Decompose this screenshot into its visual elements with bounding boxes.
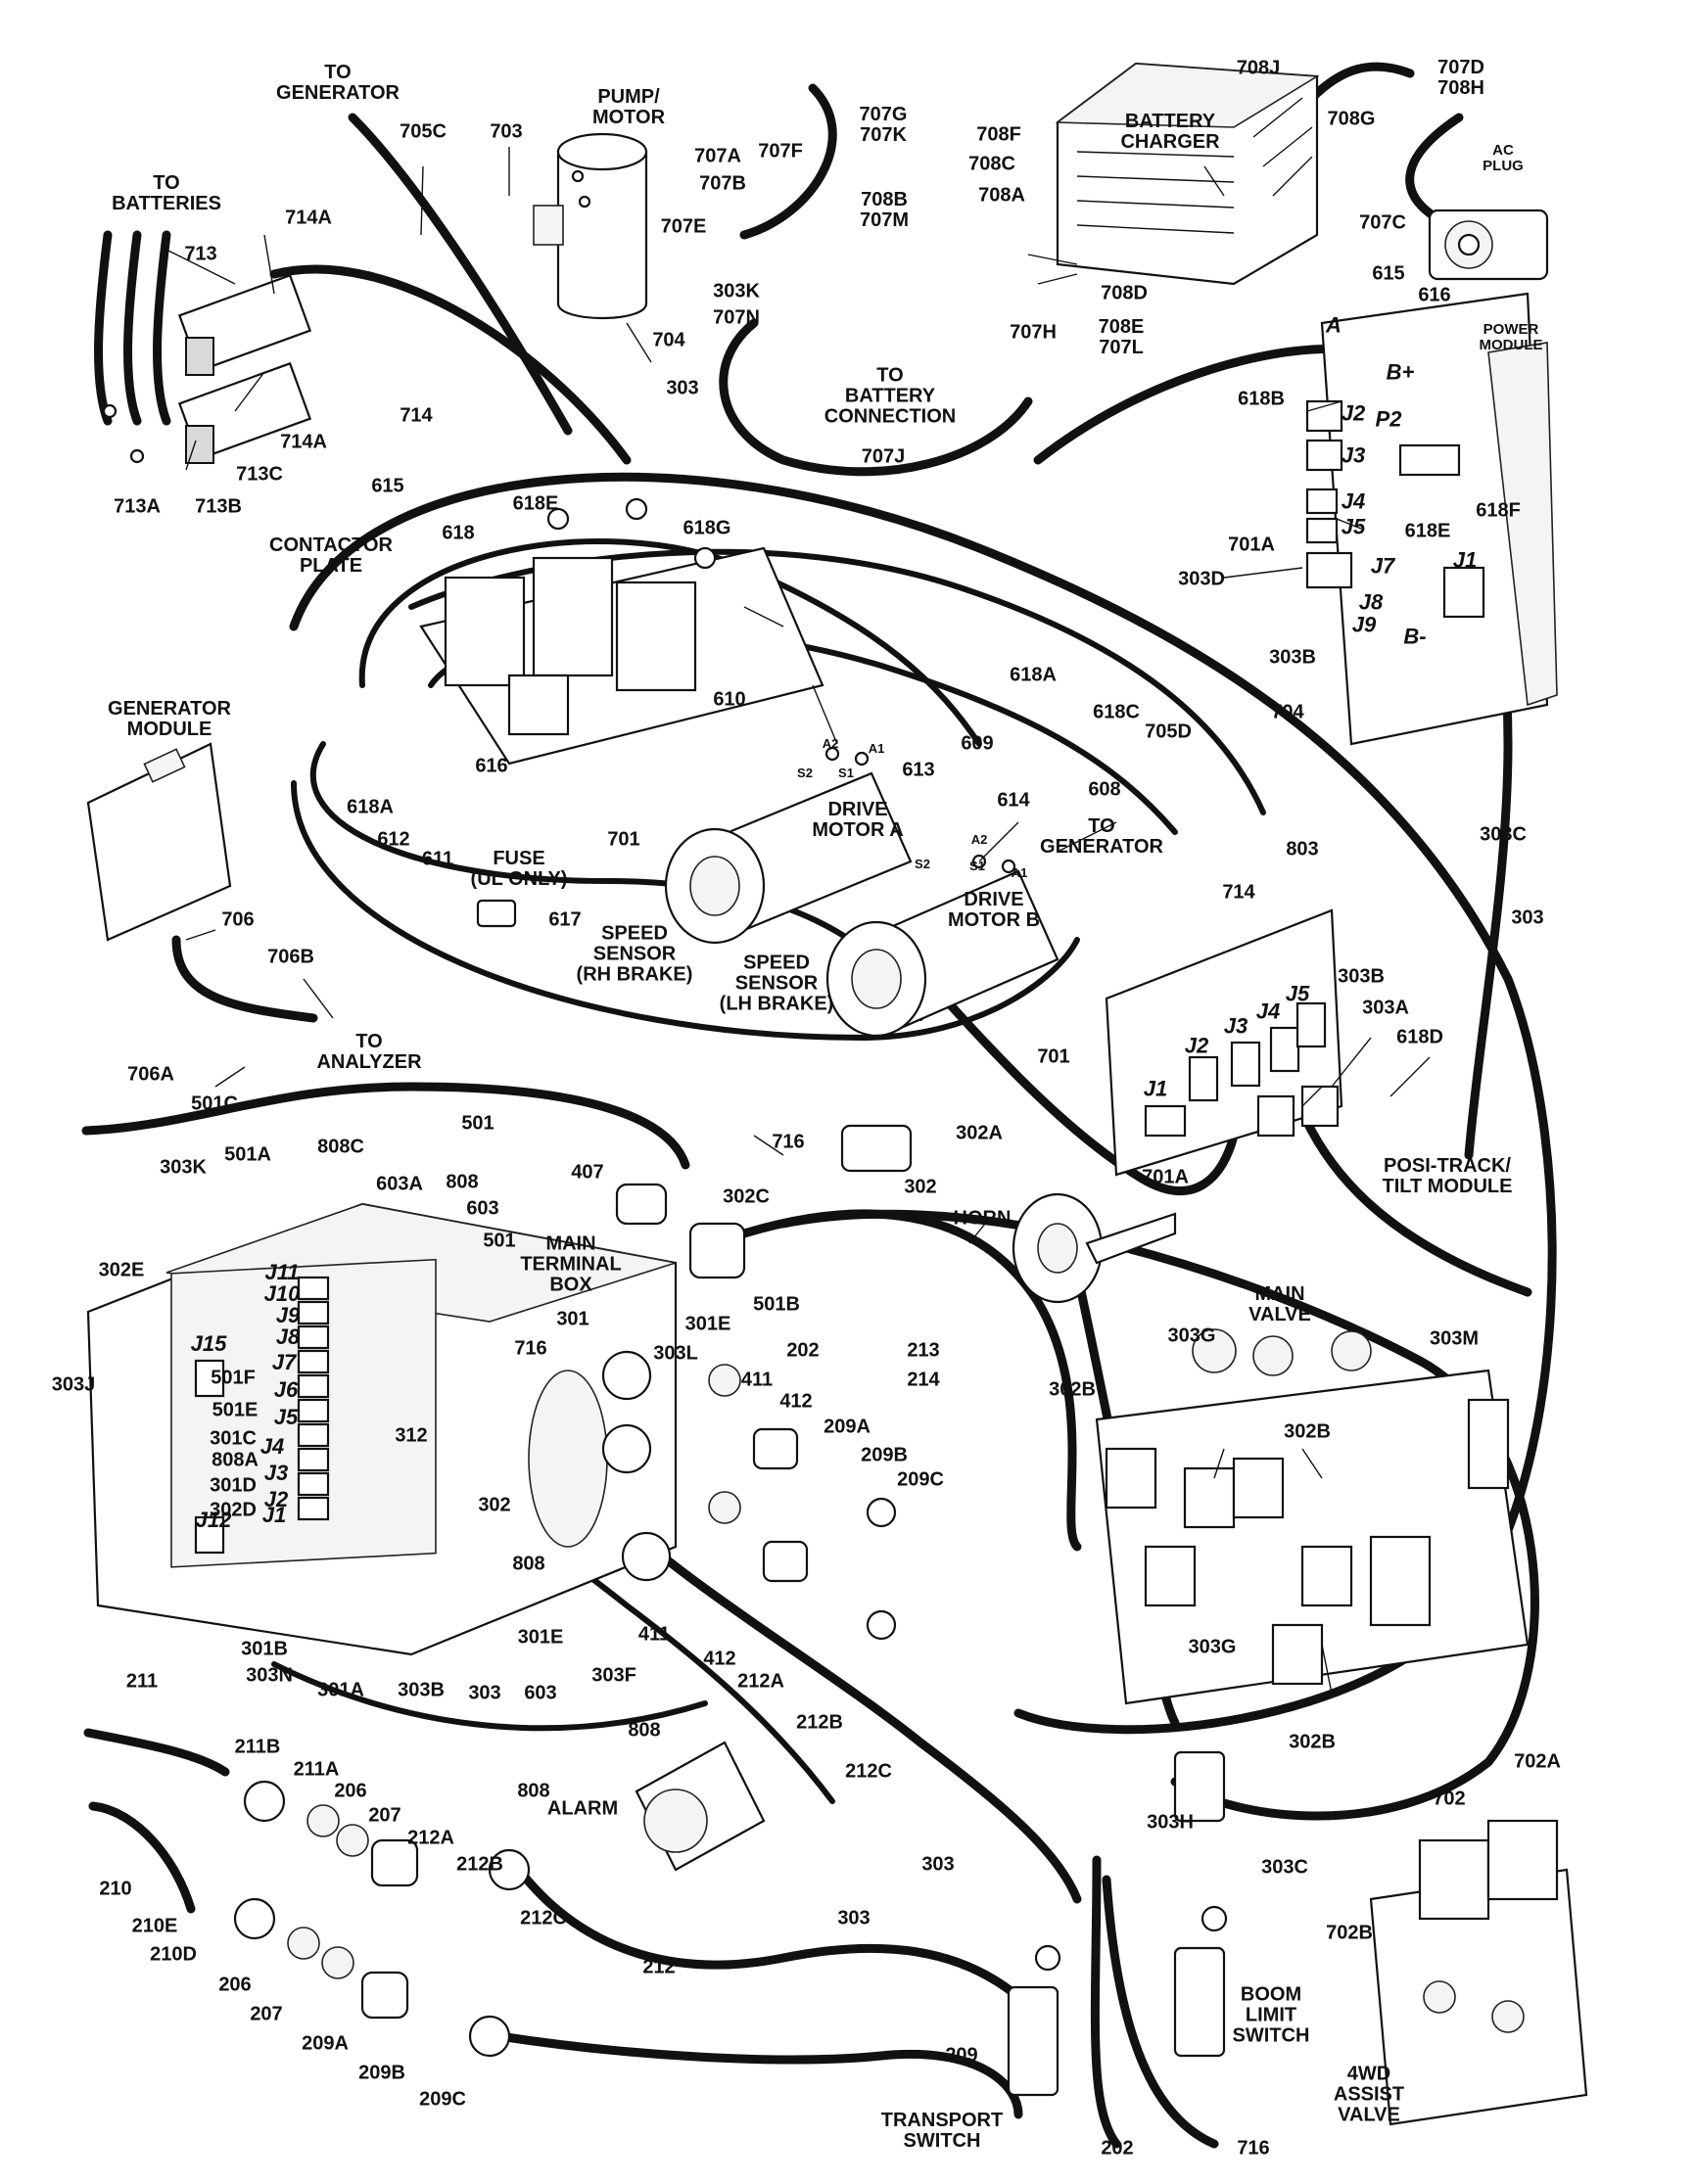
cable-705C [348,113,573,436]
battery-cable-terminals [102,273,312,464]
cable-303-outer-loop [289,472,1557,1735]
main-valve [1095,1328,1530,1705]
leader-lines [165,147,1431,1695]
ring-terminal-713A [102,403,118,419]
ac-plug [1428,209,1549,281]
cable-707-charger [739,83,837,240]
terminal-box-connectors [194,1276,330,1555]
contactor-plate [419,497,824,766]
cable-603 [271,1661,708,1732]
cable-211 [83,1728,230,1777]
power-module-P2-plug [1398,443,1461,477]
lower-left-plugs [233,1780,531,2058]
power-module-J1 [1442,566,1485,619]
power-module [1305,292,1558,746]
bulkhead-connectors [601,1183,897,1641]
posi-track-module [1105,908,1343,1177]
connector-302C [688,1222,746,1279]
contactor-3 [615,581,697,692]
power-module-J4 [1305,488,1339,515]
cable-212 [514,1865,1023,2002]
cable-batteries-2 [123,230,142,426]
generator-module [86,742,232,942]
cable-714 [269,264,632,465]
main-terminal-box [86,1202,678,1656]
cable-501 [81,1082,690,1170]
connector-407 [615,1183,668,1226]
cable-210 [88,1801,196,1914]
cable-707C [1405,113,1464,230]
connector-302A [840,1124,913,1173]
ring-terminal-713A-2 [129,448,145,464]
cable-701 [896,945,1239,1196]
cable-loop-c [291,780,1080,1041]
terminal-box-opening [528,1370,608,1548]
contactor-4 [507,674,570,736]
cable-batteries-1 [94,230,113,426]
cable-708G [1307,62,1415,103]
cable-716 [1102,1875,1219,2149]
power-module-J5 [1305,517,1339,544]
boom-limit-switch [1173,1905,1228,2058]
cable-303-lower [602,1503,1082,1904]
pump-motor [533,132,648,320]
fuse [476,899,517,928]
contactor-1 [444,576,526,687]
battery-charger [1055,62,1320,286]
battery-clamp-713 [185,337,214,376]
connector-303H [1173,1750,1226,1823]
drive-motor-a [664,746,913,945]
cable-706 [171,935,318,1023]
power-module-J3 [1305,439,1343,472]
power-module-J7 [1305,551,1353,589]
cable-batteries-3 [153,230,171,426]
four-wd-assist-valve [1369,1819,1588,2126]
alarm [635,1741,766,1872]
drive-motor-b [825,854,1059,1038]
cable-707J [719,318,1033,477]
cable-202 [1090,1855,1121,2149]
transport-switch [1007,1944,1061,2097]
contactor-2 [532,556,614,677]
horn [1012,1192,1177,1304]
cable-209 [494,2031,1023,2119]
